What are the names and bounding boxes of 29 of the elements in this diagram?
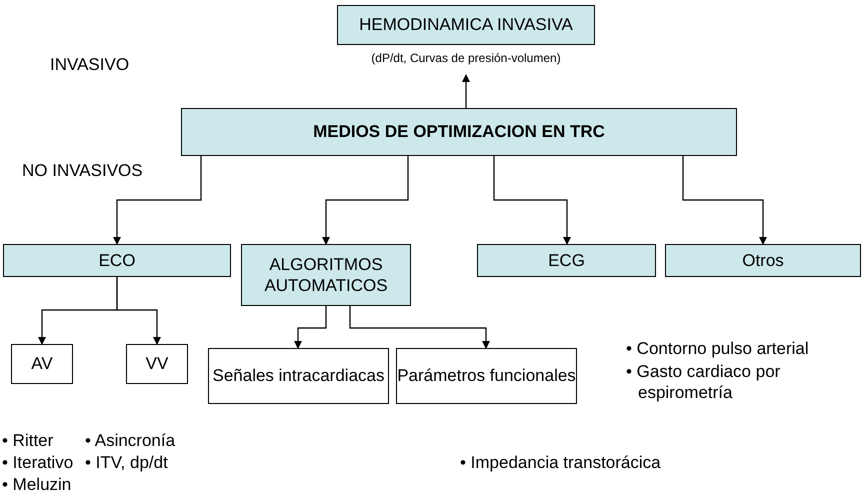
- note-text: • Contorno pulso arterial: [626, 338, 809, 359]
- arrow: [116, 277, 161, 345]
- process-box: Parámetros funcionales: [396, 348, 577, 404]
- process-box: ECO: [3, 244, 231, 277]
- arrow: [493, 156, 571, 245]
- note-text: • ITV, dp/dt: [85, 452, 168, 473]
- note-text: • Impedancia transtorácica: [460, 452, 661, 473]
- process-box: Otros: [665, 244, 861, 277]
- process-box: ALGORITMOS AUTOMATICOS: [241, 244, 411, 306]
- note-text: • Meluzin: [2, 474, 72, 495]
- arrow: [682, 156, 767, 245]
- arrow: [113, 156, 202, 245]
- arrow: [294, 306, 327, 349]
- process-box: HEMODINAMICA INVASIVA: [337, 5, 595, 45]
- arrow: [462, 74, 470, 108]
- arrow: [349, 306, 490, 349]
- process-box: AV: [11, 344, 73, 384]
- note-text: NO INVASIVOS: [22, 160, 143, 181]
- note-text: • Ritter: [2, 430, 54, 451]
- note-text: • Gasto cardiaco por espirometría: [626, 361, 782, 403]
- process-box: VV: [126, 344, 188, 384]
- note-text: • Iterativo: [2, 452, 74, 473]
- process-box: ECG: [477, 244, 656, 277]
- note-text: • Asincronía: [85, 430, 176, 451]
- process-box: MEDIOS DE OPTIMIZACION EN TRC: [181, 108, 737, 156]
- caption-text: (dP/dt, Curvas de presión-volumen): [371, 50, 561, 67]
- note-text: INVASIVO: [50, 54, 130, 75]
- arrow: [322, 156, 409, 245]
- process-box: Señales intracardiacas: [208, 348, 389, 404]
